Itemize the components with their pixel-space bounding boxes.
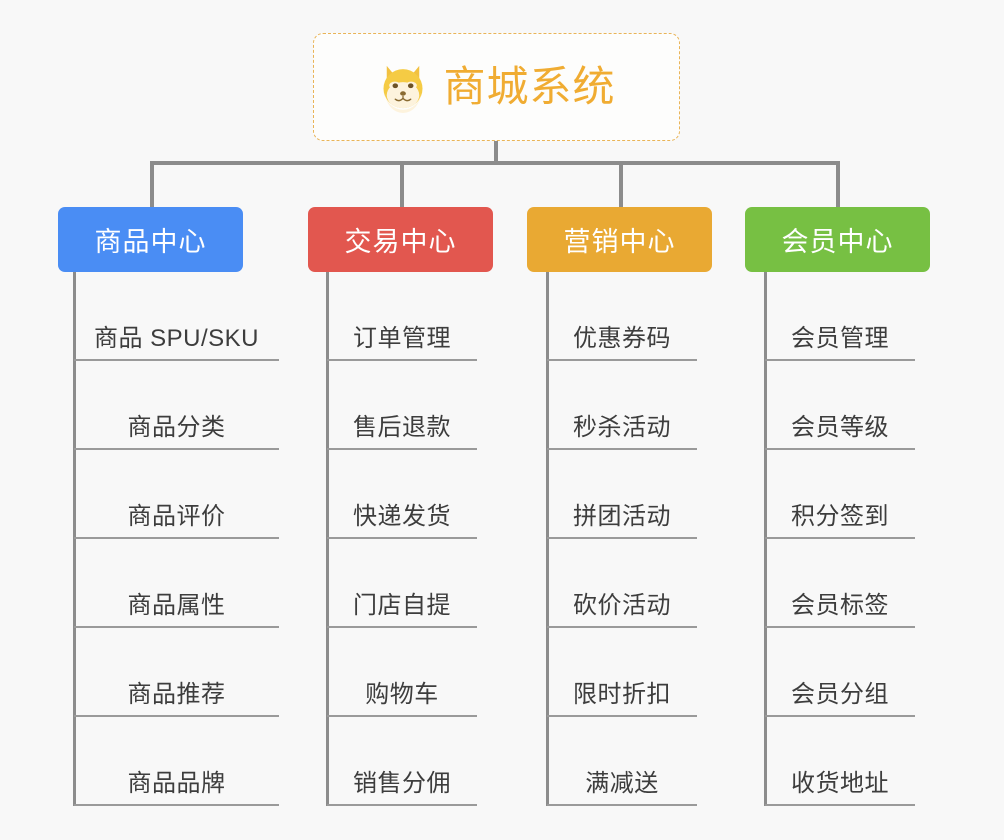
category-box-trade-center[interactable]: 交易中心 <box>308 207 493 272</box>
leaf-item[interactable]: 会员等级 <box>765 361 915 450</box>
leaf-item[interactable]: 商品分类 <box>74 361 279 450</box>
leaf-item-label: 商品 SPU/SKU <box>93 325 260 352</box>
category-title: 会员中心 <box>781 227 894 257</box>
connector-drop-member-center <box>836 161 840 207</box>
leaf-column-member-center: 会员管理 会员等级 积分签到 会员标签 会员分组 收货地址 <box>764 272 915 806</box>
dog-face-icon <box>383 65 423 113</box>
leaf-item[interactable]: 销售分佣 <box>327 717 477 806</box>
leaf-column-product-center: 商品 SPU/SKU 商品分类 商品评价 商品属性 商品推荐 商品品牌 <box>73 272 279 806</box>
category-box-product-center[interactable]: 商品中心 <box>58 207 243 272</box>
leaf-item-label: 商品分类 <box>127 414 226 441</box>
connector-root-stem <box>494 141 498 163</box>
leaf-item[interactable]: 快递发货 <box>327 450 477 539</box>
leaf-item-label: 会员标签 <box>791 592 889 619</box>
leaf-item[interactable]: 积分签到 <box>765 450 915 539</box>
leaf-item[interactable]: 秒杀活动 <box>547 361 697 450</box>
leaf-item[interactable]: 门店自提 <box>327 539 477 628</box>
leaf-column-trade-center: 订单管理 售后退款 快递发货 门店自提 购物车 销售分佣 <box>326 272 477 806</box>
leaf-item-label: 满减送 <box>585 770 659 797</box>
connector-drop-marketing-center <box>619 161 623 207</box>
category-title: 商品中心 <box>94 227 207 257</box>
leaf-item-label: 商品推荐 <box>127 681 226 708</box>
leaf-item-label: 会员等级 <box>791 414 889 441</box>
leaf-item-label: 商品评价 <box>127 503 226 530</box>
leaf-item-label: 购物车 <box>365 681 439 708</box>
category-box-member-center[interactable]: 会员中心 <box>745 207 930 272</box>
leaf-item-label: 秒杀活动 <box>573 414 671 441</box>
leaf-item[interactable]: 收货地址 <box>765 717 915 806</box>
column-trunk-line <box>764 272 767 806</box>
category-title: 交易中心 <box>344 227 457 257</box>
leaf-item-label: 会员分组 <box>791 681 889 708</box>
leaf-item[interactable]: 会员管理 <box>765 272 915 361</box>
leaf-item[interactable]: 砍价活动 <box>547 539 697 628</box>
leaf-item-label: 拼团活动 <box>573 503 671 530</box>
leaf-item[interactable]: 满减送 <box>547 717 697 806</box>
leaf-item-label: 订单管理 <box>353 325 451 352</box>
root-title: 商城系统 <box>443 63 616 110</box>
leaf-item-label: 收货地址 <box>791 770 889 797</box>
connector-drop-product-center <box>150 161 154 207</box>
leaf-item-label: 售后退款 <box>353 414 451 441</box>
leaf-item[interactable]: 会员标签 <box>765 539 915 628</box>
column-trunk-line <box>73 272 76 806</box>
leaf-item[interactable]: 商品推荐 <box>74 628 279 717</box>
column-trunk-line <box>546 272 549 806</box>
leaf-item[interactable]: 购物车 <box>327 628 477 717</box>
leaf-item[interactable]: 限时折扣 <box>547 628 697 717</box>
leaf-item-label: 商品属性 <box>127 592 226 619</box>
leaf-item[interactable]: 商品评价 <box>74 450 279 539</box>
column-trunk-line <box>326 272 329 806</box>
leaf-item-label: 会员管理 <box>791 325 889 352</box>
leaf-item-label: 优惠券码 <box>573 325 671 352</box>
leaf-item[interactable]: 商品属性 <box>74 539 279 628</box>
leaf-item[interactable]: 售后退款 <box>327 361 477 450</box>
leaf-item-label: 快递发货 <box>353 503 451 530</box>
leaf-item[interactable]: 优惠券码 <box>547 272 697 361</box>
leaf-item[interactable]: 商品品牌 <box>74 717 279 806</box>
leaf-item-label: 商品品牌 <box>127 770 226 797</box>
leaf-column-marketing-center: 优惠券码 秒杀活动 拼团活动 砍价活动 限时折扣 满减送 <box>546 272 697 806</box>
leaf-item-label: 砍价活动 <box>573 592 671 619</box>
leaf-item-label: 门店自提 <box>353 592 451 619</box>
category-title: 营销中心 <box>563 227 676 257</box>
category-box-marketing-center[interactable]: 营销中心 <box>527 207 712 272</box>
leaf-item[interactable]: 商品 SPU/SKU <box>74 272 279 361</box>
connector-drop-trade-center <box>400 161 404 207</box>
leaf-item[interactable]: 会员分组 <box>765 628 915 717</box>
leaf-item-label: 销售分佣 <box>353 770 451 797</box>
leaf-item[interactable]: 拼团活动 <box>547 450 697 539</box>
connector-bus <box>150 161 840 165</box>
leaf-item-label: 积分签到 <box>791 503 889 530</box>
root-node[interactable]: 商城系统 <box>313 33 680 141</box>
leaf-item-label: 限时折扣 <box>573 681 671 708</box>
leaf-item[interactable]: 订单管理 <box>327 272 477 361</box>
